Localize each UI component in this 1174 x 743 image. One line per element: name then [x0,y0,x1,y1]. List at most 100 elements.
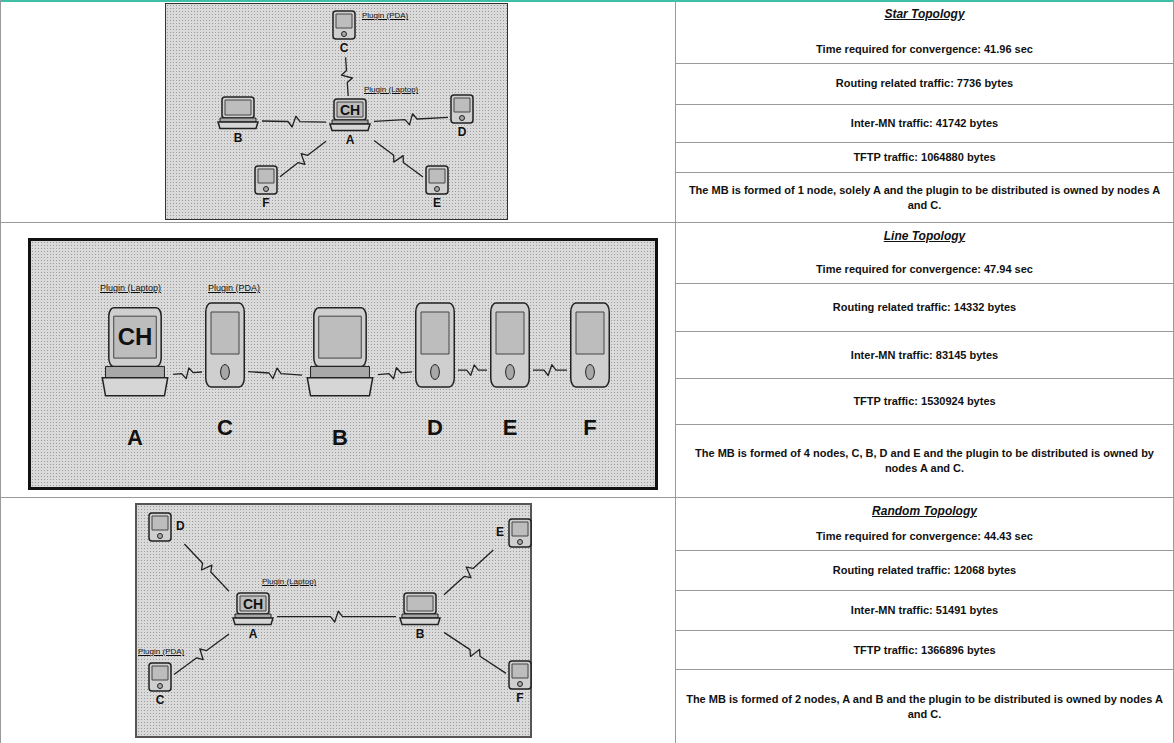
wireless-link [184,544,229,591]
table-cell-text: TFTP traffic: 1064880 bytes [853,150,995,165]
device-node: B [398,592,442,641]
table-cell-text: TFTP traffic: 1366896 bytes [853,643,995,658]
table-border [0,497,1174,498]
node-letter: B [416,628,425,641]
device-node: D [148,512,189,542]
table-cell-text: Time required for convergence: 44.43 sec [816,529,1033,544]
pda-drawing [254,165,278,195]
device-node: C [332,10,356,55]
node-letter: C [340,42,349,55]
device-node: F [508,660,532,705]
device-node: D [414,300,456,440]
screen-label: CH [328,103,372,117]
wireless-link [374,141,423,178]
pda-icon [332,10,356,40]
table-subcell: TFTP traffic: 1366896 bytes [676,630,1173,670]
node-letter: F [516,692,523,705]
device-node: F [254,165,278,210]
result-cell: Line TopologyTime required for convergen… [676,223,1173,497]
top-accent-line [0,0,1174,2]
laptop-icon: CH [231,592,275,626]
pda-drawing [508,660,532,690]
laptop-icon [216,96,260,130]
table-cell-text: Time required for convergence: 41.96 sec [816,42,1033,57]
node-letter: C [217,416,233,440]
node-letter: E [433,197,441,210]
device-node: CH A [328,98,372,147]
pda-icon [148,662,172,692]
wireless-link [277,611,396,622]
node-letter: C [156,694,165,707]
laptop-drawing [216,96,260,130]
table-cell-text: The MB is formed of 2 nodes, A and B and… [684,692,1165,722]
table-subcell: Routing related traffic: 7736 bytes [676,63,1173,104]
pda-icon [508,660,532,690]
table-cell-text: The MB is formed of 4 nodes, C, B, D and… [684,446,1165,476]
table-border [0,0,1,743]
node-letter: B [332,426,348,450]
table-cell-text: Inter-MN traffic: 83145 bytes [851,348,998,363]
wireless-link [378,368,412,379]
laptop-drawing [304,305,376,400]
device-node: CHA [99,305,171,450]
wireless-link [444,632,506,673]
device-node: C [148,662,172,707]
laptop-icon [398,592,442,626]
pda-drawing [425,165,449,195]
pda-icon [425,165,449,195]
topology-title: Line Topology [884,229,966,243]
pda-icon [148,512,172,542]
device-node: B [216,96,260,145]
table-subcell: TFTP traffic: 1530924 bytes [676,378,1173,424]
table-border [0,222,1174,223]
pda-icon [254,165,278,195]
node-letter: D [427,416,443,440]
table-cell-text: Inter-MN traffic: 51491 bytes [851,603,998,618]
wireless-link [341,57,352,96]
device-node: C [204,300,246,440]
device-node: F [569,300,611,440]
pda-drawing [414,300,456,390]
device-node: E [489,300,531,440]
pda-drawing [204,300,246,390]
plugin-label: Plugin (PDA) [208,284,260,294]
plugin-label: Plugin (Laptop) [262,578,316,587]
laptop-icon [304,305,376,400]
table-subcell: Line TopologyTime required for convergen… [676,223,1173,283]
pda-icon [569,300,611,390]
node-letter: A [346,134,355,147]
pda-icon [204,300,246,390]
pda-drawing [508,518,532,548]
result-cell: Star TopologyTime required for convergen… [676,1,1173,222]
node-letter: B [234,132,243,145]
device-node: E [425,165,449,210]
table-subcell: Inter-MN traffic: 51491 bytes [676,590,1173,630]
table-cell-text: Inter-MN traffic: 41742 bytes [851,116,998,131]
node-letter: F [262,197,269,210]
laptop-icon: CH [328,98,372,132]
plugin-label: Plugin (PDA) [138,648,184,657]
table-cell-text: Time required for convergence: 47.94 sec [816,262,1033,277]
pda-drawing [148,512,172,542]
node-letter: D [176,520,185,533]
table-subcell: The MB is formed of 1 node, solely A and… [676,172,1173,222]
pda-drawing [450,94,474,124]
laptop-drawing [398,592,442,626]
pda-drawing [489,300,531,390]
topology-title: Random Topology [872,504,977,518]
table-subcell: Routing related traffic: 12068 bytes [676,550,1173,590]
pda-icon [489,300,531,390]
table-subcell: Inter-MN traffic: 41742 bytes [676,104,1173,143]
table-subcell: Star TopologyTime required for convergen… [676,1,1173,63]
pda-drawing [569,300,611,390]
plugin-label: Plugin (Laptop) [100,284,161,294]
table-subcell: Random TopologyTime required for converg… [676,498,1173,550]
pda-icon [414,300,456,390]
result-cell: Random TopologyTime required for converg… [676,498,1173,743]
node-letter: E [496,526,504,539]
node-letter: A [127,426,143,450]
wireless-link [173,368,202,379]
device-node: D [450,94,474,139]
pda-drawing [332,10,356,40]
wireless-link [458,365,487,375]
